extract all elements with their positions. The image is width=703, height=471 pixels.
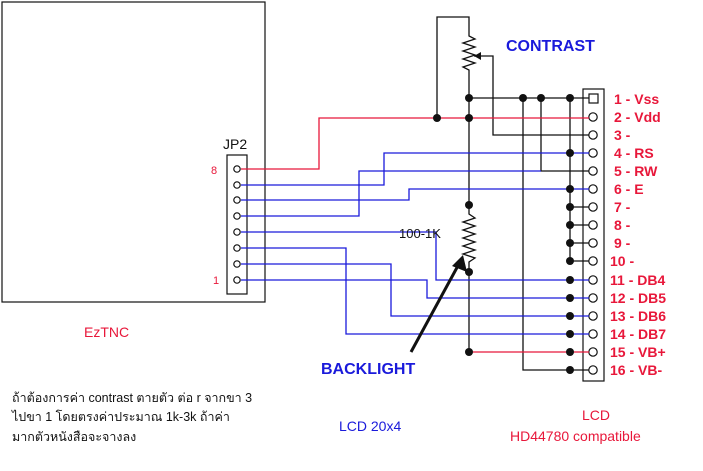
lcd-model-label: LCD 20x4 bbox=[339, 418, 401, 434]
lcd-pin-label: 13 - DB6 bbox=[610, 308, 666, 324]
lcd-pin-label: 10 - bbox=[610, 253, 634, 269]
note-line-3: มากตัวหนังสือจะจางลง bbox=[12, 430, 136, 444]
backlight-label: BACKLIGHT bbox=[321, 361, 415, 378]
lcd-pin-label: 15 - VB+ bbox=[610, 344, 666, 360]
jp2-pin-1-label: 1 bbox=[213, 275, 219, 287]
contrast-wiper-arrow bbox=[474, 52, 481, 60]
lcd-connector-pins bbox=[588, 93, 599, 375]
contrast-potentiometer bbox=[460, 31, 478, 78]
lcd-pin-label: 1 - Vss bbox=[614, 91, 659, 107]
eztnc-label: EzTNC bbox=[84, 324, 129, 340]
lcd-pin-labels: 1 - Vss 2 - Vdd 3 - 4 - RS 5 - RW 6 - E … bbox=[610, 91, 666, 378]
lcd-pin-label: 14 - DB7 bbox=[610, 326, 666, 342]
note-line-1: ถ้าต้องการค่า contrast ตายตัว ต่อ r จากข… bbox=[12, 391, 252, 405]
lcd-pin-label: 2 - Vdd bbox=[614, 109, 661, 125]
lcd-subtitle: HD44780 compatible bbox=[510, 428, 641, 444]
lcd-pin-label: 9 - bbox=[614, 235, 631, 251]
lcd-pin-label: 8 - bbox=[614, 217, 631, 233]
lcd-pin-label: 16 - VB- bbox=[610, 362, 662, 378]
lcd-title: LCD bbox=[582, 407, 610, 423]
lcd-connector bbox=[582, 88, 605, 382]
lcd-pin-label: 7 - bbox=[614, 199, 631, 215]
junction-dots bbox=[433, 94, 574, 374]
backlight-arrowhead bbox=[452, 255, 467, 272]
lcd-pin-label: 3 - bbox=[614, 127, 631, 143]
jp2-pin-8-label: 8 bbox=[211, 165, 217, 177]
jp2-pins bbox=[233, 165, 241, 284]
jp2-header bbox=[226, 154, 248, 295]
backlight-resistor bbox=[460, 205, 478, 272]
lcd-pin-label: 11 - DB4 bbox=[610, 272, 665, 288]
lcd-pin-label: 6 - E bbox=[614, 181, 644, 197]
lcd-pin-label: 12 - DB5 bbox=[610, 290, 666, 306]
jp2-label: JP2 bbox=[223, 136, 247, 152]
lcd-pin-label: 5 - RW bbox=[614, 163, 658, 179]
resistor-value-label: 100-1K bbox=[399, 226, 441, 241]
eztnc-board-outline bbox=[1, 1, 266, 303]
contrast-label: CONTRAST bbox=[506, 38, 595, 55]
note-line-2: ไปขา 1 โดยตรงค่าประมาณ 1k-3k ถ้าค่า bbox=[11, 409, 230, 424]
lcd-pin-label: 4 - RS bbox=[614, 145, 654, 161]
signal-wires bbox=[241, 152, 589, 335]
backlight-pointer bbox=[409, 261, 462, 353]
